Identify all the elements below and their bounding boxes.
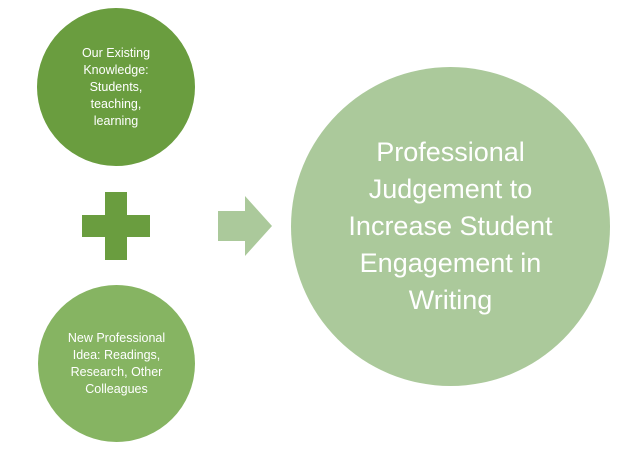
right-arrow-icon: [218, 196, 272, 256]
new-idea-label: New Professional Idea: Readings, Researc…: [67, 330, 166, 396]
plus-icon: [82, 192, 150, 260]
result-label: Professional Judgement to Increase Stude…: [348, 137, 553, 315]
existing-knowledge-label: Our Existing Knowledge: Students, teachi…: [81, 45, 151, 128]
new-idea-circle: New Professional Idea: Readings, Researc…: [38, 285, 195, 442]
result-circle: Professional Judgement to Increase Stude…: [291, 67, 610, 386]
existing-knowledge-circle: Our Existing Knowledge: Students, teachi…: [37, 8, 195, 166]
